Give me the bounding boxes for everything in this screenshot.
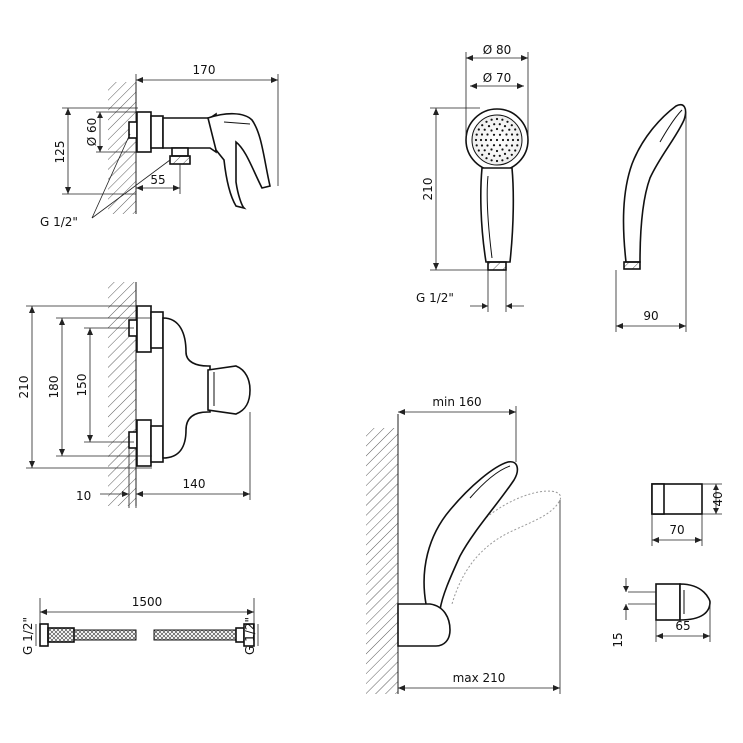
hand-shower-front-view: Ø 80 Ø 70 210 G 1/2" bbox=[416, 43, 529, 312]
nozzle-dot bbox=[481, 153, 484, 156]
nozzle-dot bbox=[505, 144, 508, 147]
nozzle-dot bbox=[486, 144, 489, 147]
nozzle-dot bbox=[498, 133, 502, 136]
wall-hatch bbox=[108, 82, 136, 214]
hose-braid-left bbox=[73, 629, 137, 641]
nozzle-dot bbox=[487, 125, 491, 128]
nozzle-dot bbox=[483, 149, 486, 152]
nozzle-dot bbox=[508, 149, 511, 152]
bracket-height-label: 40 bbox=[711, 491, 725, 506]
nozzle-dot bbox=[503, 125, 507, 128]
nozzle-dot bbox=[490, 118, 493, 121]
nozzle-dot bbox=[498, 154, 501, 157]
nozzle-dot bbox=[498, 144, 502, 147]
nozzle-dot bbox=[490, 148, 493, 151]
mixer-side-offset-label: 55 bbox=[150, 173, 165, 187]
nozzle-dot bbox=[477, 128, 480, 131]
nozzle-dot bbox=[514, 149, 517, 152]
nozzle-dot bbox=[495, 149, 499, 153]
nozzle-dot bbox=[490, 159, 493, 162]
nozzle-dot bbox=[501, 129, 504, 132]
mixer-side-width-label: 170 bbox=[193, 63, 216, 77]
bracket-width-label: 70 bbox=[669, 523, 684, 537]
holder-bracket-view: 40 70 15 65 bbox=[611, 483, 725, 648]
nozzle-dot bbox=[503, 152, 507, 155]
nozzle-dot bbox=[514, 128, 517, 131]
nozzle-dot bbox=[510, 124, 513, 127]
nozzle-dot bbox=[501, 159, 504, 162]
nozzle-dot bbox=[501, 148, 504, 151]
nozzle-dot bbox=[501, 118, 504, 121]
shower-thread-label: G 1/2" bbox=[416, 291, 454, 305]
nozzle-dot bbox=[506, 157, 509, 160]
nozzle-dot bbox=[506, 120, 509, 123]
hose-braid-right bbox=[153, 629, 237, 641]
nozzle-pattern bbox=[474, 117, 520, 163]
nozzle-dot bbox=[506, 138, 510, 142]
nozzle-dot bbox=[489, 138, 493, 142]
nozzle-dot bbox=[474, 138, 478, 142]
nozzle-dot bbox=[486, 133, 489, 136]
hose-view: 1500 G 1/2" G 1/2" bbox=[21, 595, 259, 655]
nozzle-dot bbox=[495, 127, 499, 131]
mixer-front-mid-height-label: 180 bbox=[47, 376, 61, 399]
nozzle-dot bbox=[475, 144, 478, 147]
mixer-side-view: 170 125 Ø 60 55 G 1/2" bbox=[40, 63, 279, 229]
shower-outer-diameter-label: Ø 80 bbox=[483, 43, 512, 57]
nozzle-dot bbox=[480, 144, 484, 147]
nozzle-dot bbox=[475, 133, 478, 136]
holder-assembly-view: min 160 max 210 bbox=[366, 395, 561, 694]
nozzle-dot bbox=[510, 133, 514, 136]
bracket-base-height-label: 15 bbox=[611, 632, 625, 647]
nozzle-dot bbox=[508, 128, 511, 131]
nozzle-dot bbox=[479, 138, 483, 142]
hose-right-thread-label: G 1/2" bbox=[243, 617, 257, 655]
nozzle-dot bbox=[511, 138, 515, 142]
nozzle-dot bbox=[485, 120, 488, 123]
nozzle-dot bbox=[495, 138, 499, 142]
mixer-front-wall-gap-label: 10 bbox=[76, 489, 91, 503]
nozzle-dot bbox=[492, 144, 496, 147]
nozzle-dot bbox=[483, 128, 486, 131]
mixer-side-height-label: 125 bbox=[53, 141, 67, 164]
mixer-front-depth-label: 140 bbox=[183, 477, 206, 491]
wall-hatch bbox=[366, 428, 398, 694]
nozzle-dot bbox=[492, 133, 496, 136]
mixer-side-diameter-label: Ø 60 bbox=[85, 118, 99, 147]
mixer-front-outer-height-label: 210 bbox=[17, 376, 31, 399]
nozzle-dot bbox=[516, 138, 520, 142]
nozzle-dot bbox=[485, 157, 488, 160]
mixer-front-view: 210 180 150 10 140 bbox=[17, 282, 251, 508]
nozzle-dot bbox=[498, 123, 501, 126]
wall-hatch bbox=[108, 282, 136, 506]
nozzle-dot bbox=[510, 153, 513, 156]
mixer-front-inner-height-label: 150 bbox=[75, 374, 89, 397]
hose-length-label: 1500 bbox=[132, 595, 163, 609]
nozzle-dot bbox=[487, 152, 491, 155]
hand-shower-side-view: 90 bbox=[615, 104, 687, 332]
shower-depth-label: 90 bbox=[643, 309, 658, 323]
bracket-base-width-label: 65 bbox=[675, 619, 690, 633]
nozzle-dot bbox=[484, 138, 488, 142]
nozzle-dot bbox=[493, 154, 496, 157]
nozzle-dot bbox=[495, 117, 499, 121]
hose-left-thread-label: G 1/2" bbox=[21, 617, 35, 655]
nozzle-dot bbox=[495, 159, 499, 163]
holder-max-label: max 210 bbox=[453, 671, 506, 685]
nozzle-dot bbox=[481, 124, 484, 127]
mixer-side-thread-label: G 1/2" bbox=[40, 215, 78, 229]
holder-min-label: min 160 bbox=[432, 395, 481, 409]
nozzle-dot bbox=[480, 133, 484, 136]
shower-inner-diameter-label: Ø 70 bbox=[483, 71, 512, 85]
nozzle-dot bbox=[477, 149, 480, 152]
shower-length-label: 210 bbox=[421, 178, 435, 201]
nozzle-dot bbox=[493, 123, 496, 126]
nozzle-dot bbox=[501, 138, 505, 142]
nozzle-dot bbox=[510, 144, 514, 147]
nozzle-dot bbox=[505, 133, 508, 136]
nozzle-dot bbox=[516, 144, 519, 147]
nozzle-dot bbox=[516, 133, 519, 136]
nozzle-dot bbox=[490, 129, 493, 132]
